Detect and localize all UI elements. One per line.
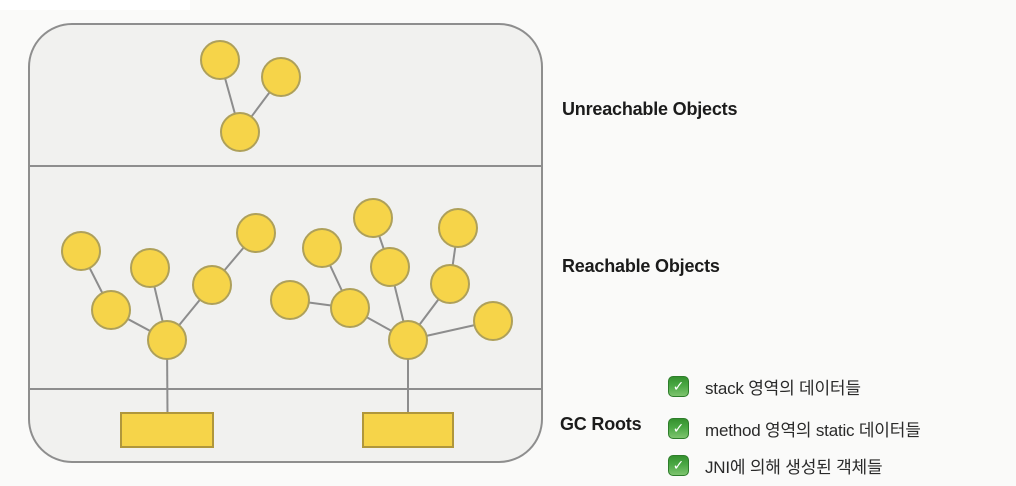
reachable-gcroots-divider	[30, 388, 541, 390]
unreachable-reachable-divider	[30, 165, 541, 167]
gc-roots-label: GC Roots	[560, 414, 642, 434]
gc-root-item-label: JNI에 의해 생성된 객체들	[705, 458, 883, 477]
check-icon: ✓	[668, 455, 689, 476]
heap-panel	[28, 23, 543, 463]
top-left-white-strip	[0, 0, 190, 10]
gc-root-item-stack: ✓ stack 영역의 데이터들	[668, 374, 861, 399]
reachable-objects-label: Reachable Objects	[562, 256, 720, 276]
check-icon: ✓	[668, 376, 689, 397]
check-icon: ✓	[668, 418, 689, 439]
gc-root-item-label: stack 영역의 데이터들	[705, 379, 861, 398]
gc-root-item-jni: ✓ JNI에 의해 생성된 객체들	[668, 453, 883, 478]
gc-root-item-label: method 영역의 static 데이터들	[705, 421, 921, 440]
unreachable-objects-label: Unreachable Objects	[562, 99, 738, 119]
gc-root-item-method: ✓ method 영역의 static 데이터들	[668, 416, 921, 441]
